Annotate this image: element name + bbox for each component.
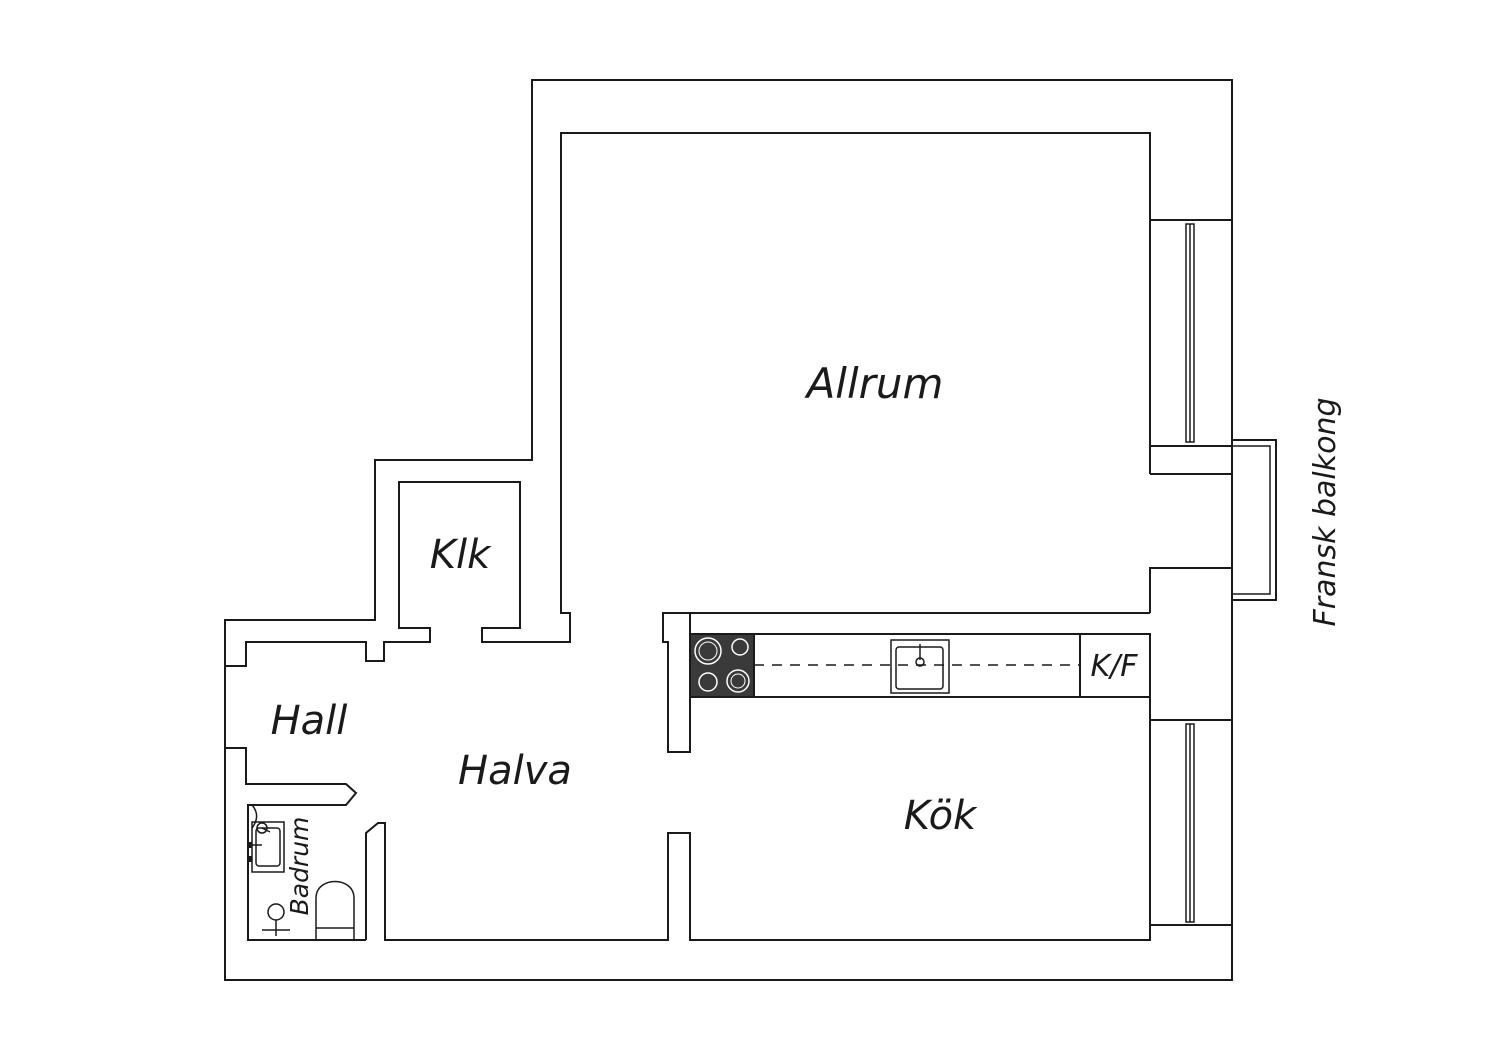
room-label-hall: Hall [271,698,348,744]
room-label-halva: Halva [458,748,572,794]
kok-wall [365,697,1151,941]
window-kok [1150,723,1232,926]
allrum-wall [225,132,1233,667]
stove-icon [689,633,755,698]
shower-icon [251,804,290,936]
kitchen-lower-wall [1150,719,1233,925]
toilet-icon [315,880,355,940]
room-label-kok: Kök [904,793,978,839]
kitchen-upper-wall [662,612,1150,753]
balcony-label: Fransk balkong [1308,397,1343,626]
room-label-allrum: Allrum [804,359,944,408]
window-allrum [1150,219,1232,447]
kitchen-sink-icon [890,639,950,694]
hall-wall [225,747,366,941]
room-label-badrum: Badrum [285,817,314,916]
washbasin-icon [247,821,285,873]
fixture-label-fridge-freezer: K/F [1090,649,1138,684]
room-label-klk: Klk [430,532,492,578]
french-balcony [1231,439,1277,601]
exterior-wall [224,79,1233,981]
